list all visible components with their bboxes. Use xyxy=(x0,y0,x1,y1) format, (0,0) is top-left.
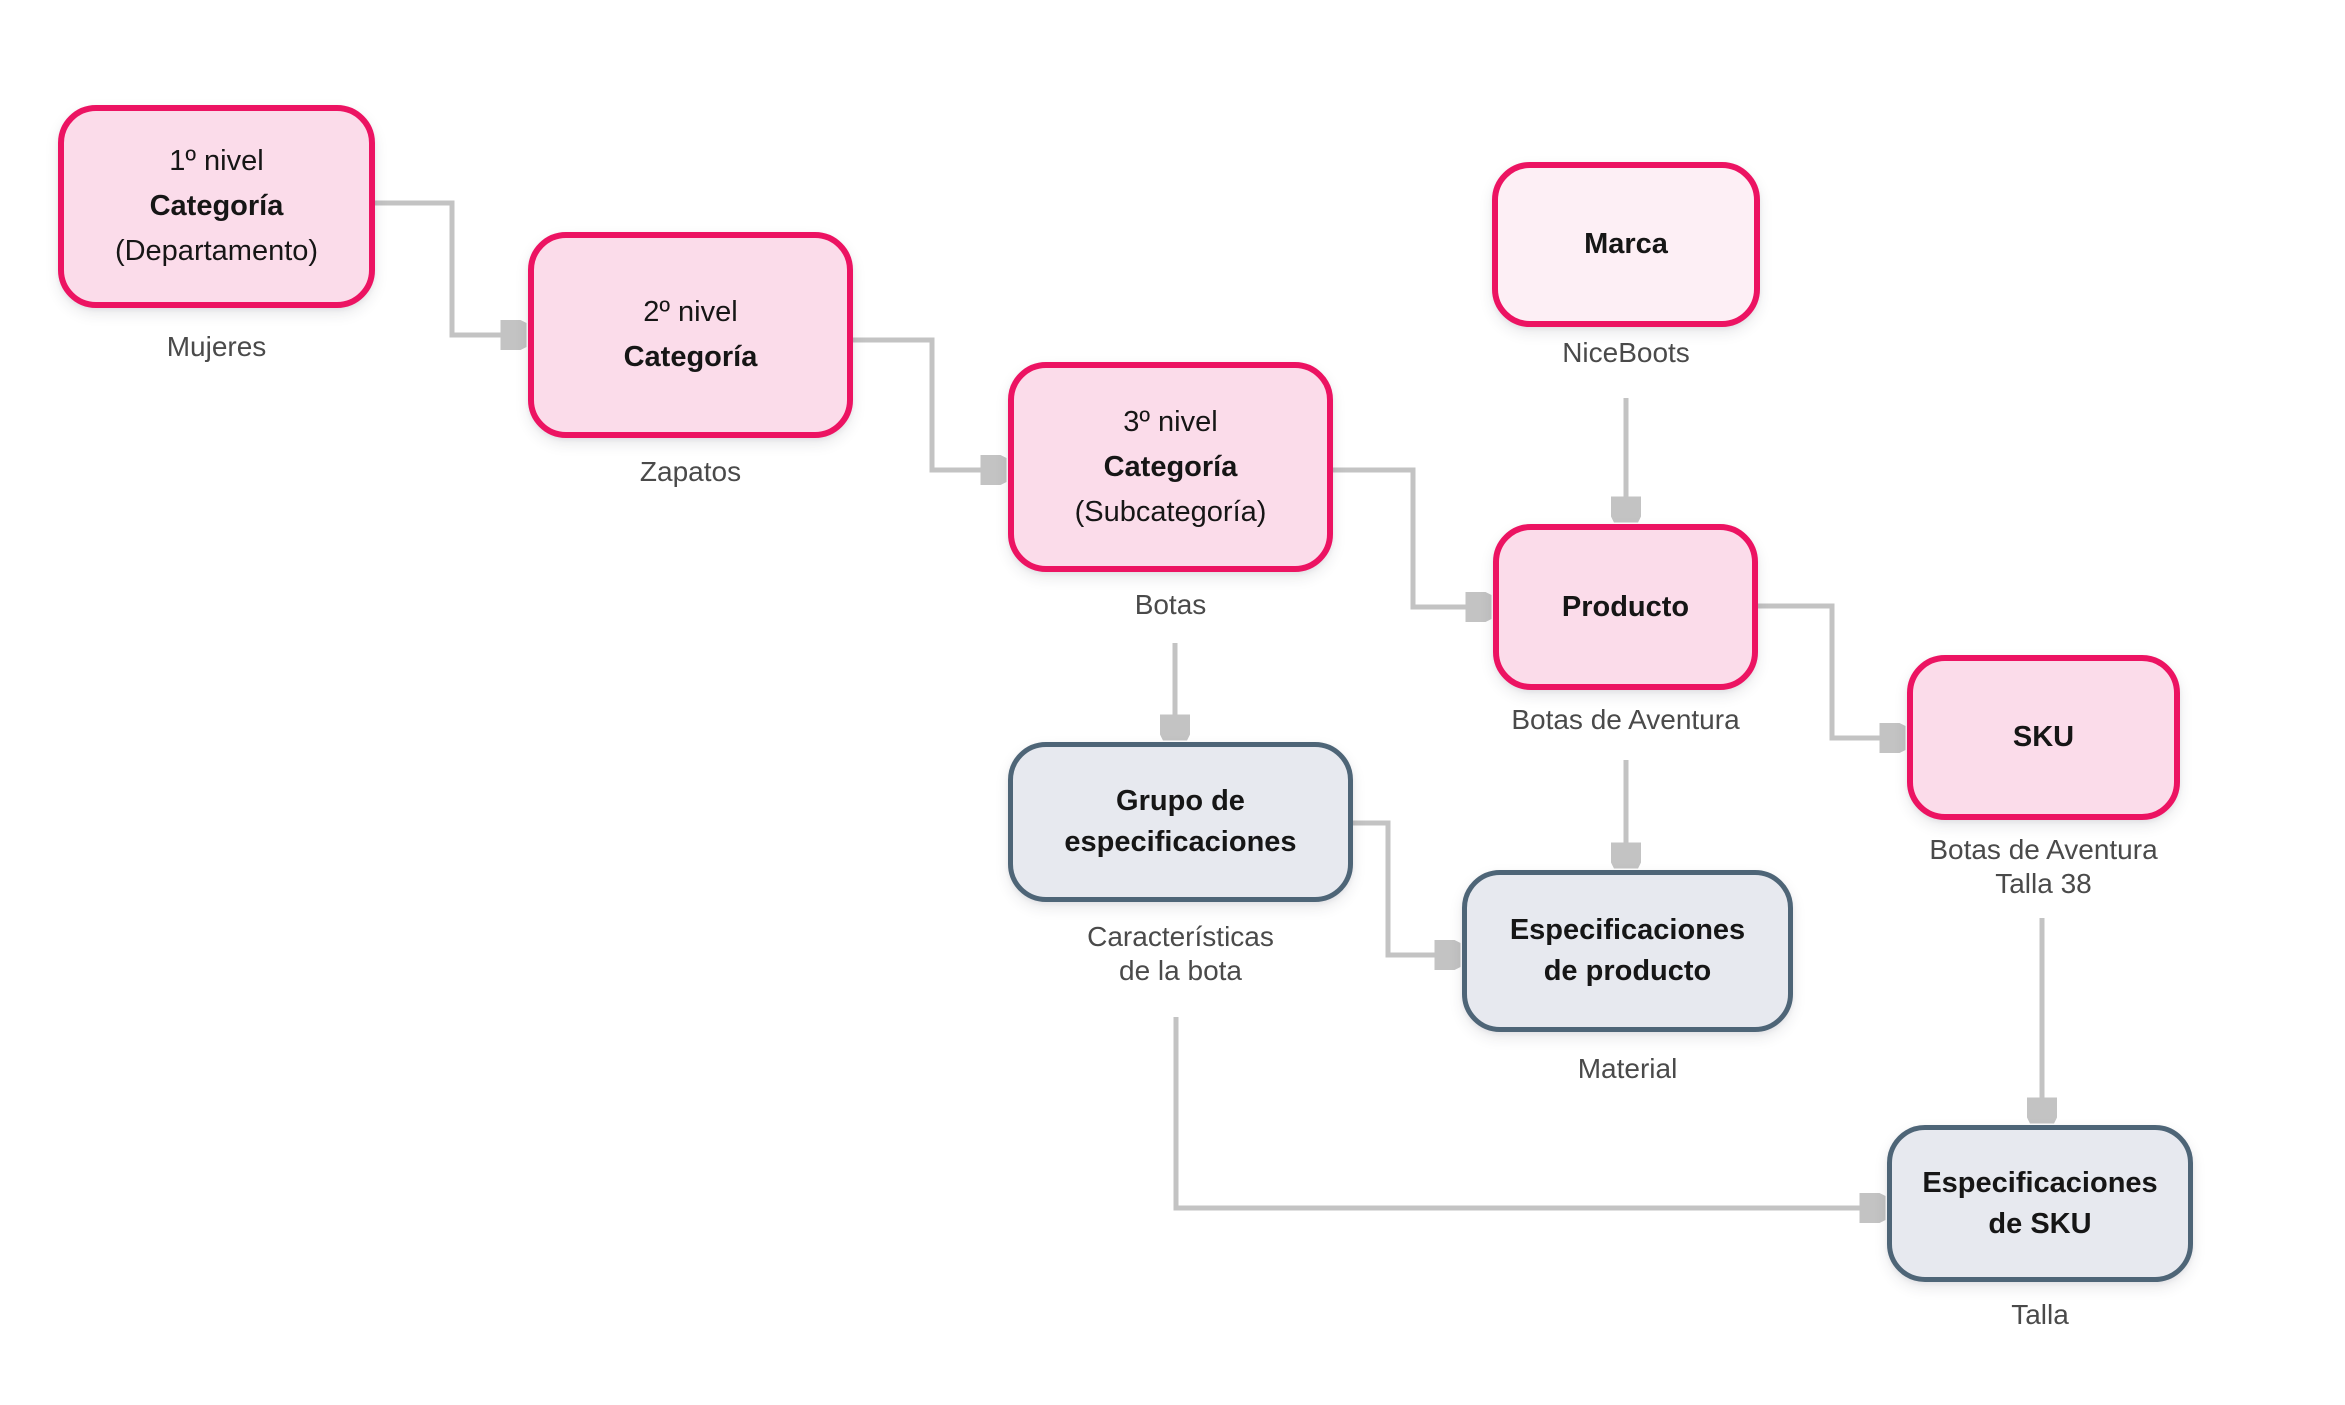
node-line: 2º nivel xyxy=(643,296,738,328)
label-nivel-3-ejemplo: Botas xyxy=(1134,589,1207,620)
label-especificaciones-sku-ejemplo: Talla xyxy=(2011,1299,2069,1330)
node-sku: SKU xyxy=(1907,655,2180,820)
node-line: Grupo de xyxy=(1116,785,1245,817)
label-nivel-1-ejemplo: Mujeres xyxy=(166,331,267,362)
arrow-producto-to-sku xyxy=(1758,603,1901,738)
label-line: Talla 38 xyxy=(1995,868,2092,899)
node-line: especificaciones xyxy=(1064,826,1297,858)
node-line: de SKU xyxy=(1988,1207,2092,1240)
node-line: Marca xyxy=(1584,228,1668,260)
node-especificaciones-producto: Especificaciones de producto xyxy=(1462,870,1793,1032)
arrow-nivel2-to-nivel3 xyxy=(853,337,1002,470)
node-line: Especificaciones xyxy=(1509,914,1746,946)
node-line: de producto xyxy=(1543,955,1712,987)
node-line: Especificaciones xyxy=(1922,1166,2158,1199)
node-categoria-nivel-1: 1º nivel Categoría (Departamento) xyxy=(58,105,375,308)
node-line: SKU xyxy=(2012,721,2075,753)
node-line: Producto xyxy=(1561,590,1690,623)
node-line: Categoría xyxy=(1103,450,1238,483)
node-line: 3º nivel xyxy=(1123,405,1218,438)
arrow-nivel1-to-nivel2 xyxy=(375,200,522,335)
node-line: (Departamento) xyxy=(114,235,319,267)
label-nivel-2-ejemplo: Zapatos xyxy=(639,456,742,487)
node-line: Categoría xyxy=(623,341,758,373)
node-categoria-nivel-2: 2º nivel Categoría xyxy=(528,232,853,438)
node-producto: Producto xyxy=(1493,524,1758,690)
label-marca-ejemplo: NiceBoots xyxy=(1562,337,1690,368)
node-line: 1º nivel xyxy=(169,145,264,177)
label-line: de la bota xyxy=(1119,955,1242,986)
node-line: Categoría xyxy=(149,190,284,222)
label-sku-ejemplo: Botas de Aventura Talla 38 xyxy=(1888,833,2199,901)
node-marca: Marca xyxy=(1492,162,1760,327)
label-grupo-ejemplo: Características de la bota xyxy=(1008,920,1353,988)
node-line: (Subcategoría) xyxy=(1074,495,1267,528)
node-categoria-nivel-3: 3º nivel Categoría (Subcategoría) xyxy=(1008,362,1333,572)
label-producto-ejemplo: Botas de Aventura xyxy=(1511,704,1740,735)
node-grupo-especificaciones: Grupo de especificaciones xyxy=(1008,742,1353,902)
arrow-grupo-to-espec-producto xyxy=(1353,820,1456,955)
node-especificaciones-sku: Especificaciones de SKU xyxy=(1887,1125,2193,1282)
arrow-grupo-to-espec-sku xyxy=(1173,1017,1881,1208)
label-line: Características xyxy=(1087,921,1274,952)
label-especificaciones-producto-ejemplo: Material xyxy=(1577,1053,1678,1084)
arrow-nivel3-to-producto xyxy=(1333,467,1487,607)
label-line: Botas de Aventura xyxy=(1929,834,2158,865)
